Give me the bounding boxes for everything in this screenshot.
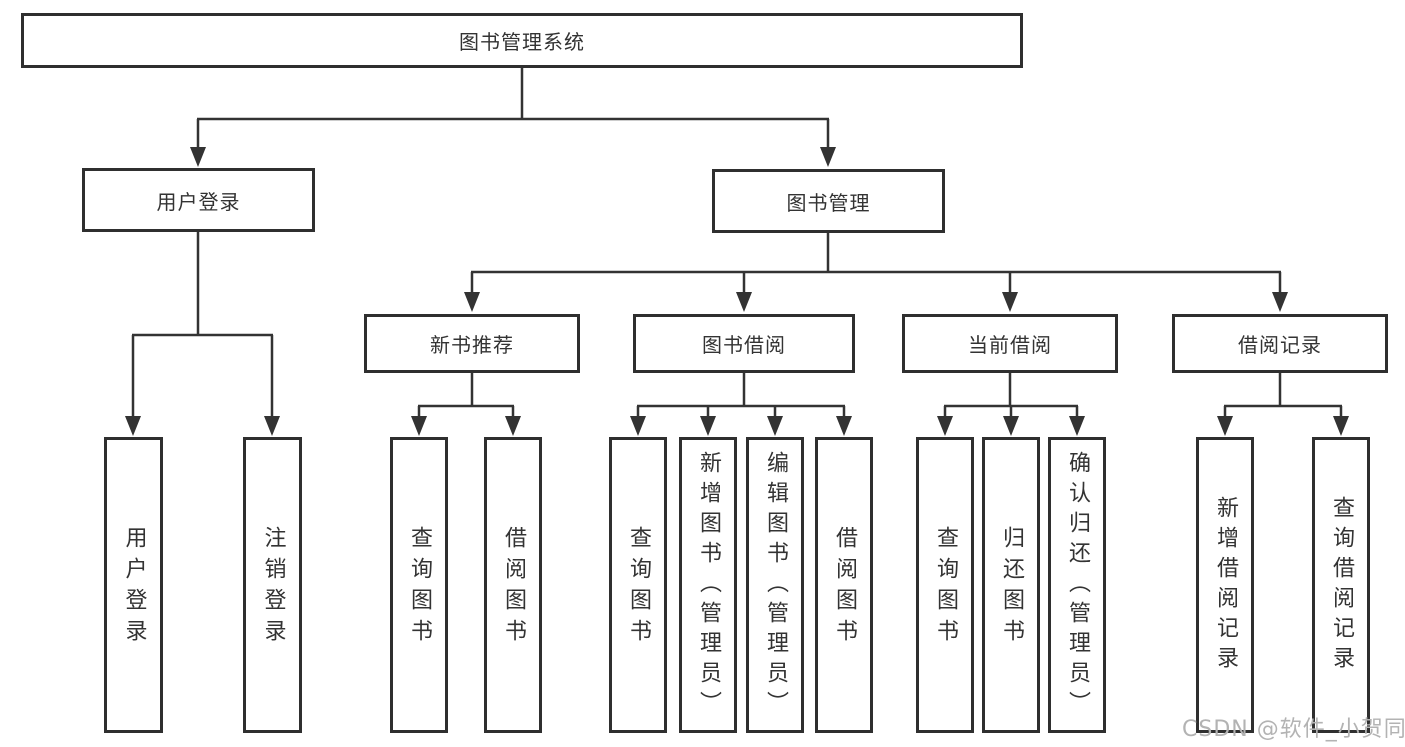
node-root-system: 图书管理系统: [21, 13, 1023, 68]
leaf-confirm-return-admin: 确认归还（管理员）: [1048, 437, 1106, 733]
leaf-edit-book-admin: 编辑图书（管理员）: [746, 437, 804, 733]
leaf-add-borrow-record: 新增借阅记录: [1196, 437, 1254, 733]
csdn-watermark: CSDN @软件_小贺同学: [1182, 717, 1405, 742]
node-user-login: 用户登录: [82, 168, 315, 232]
leaf-borrow-book-2: 借阅图书: [815, 437, 873, 733]
node-current-borrow: 当前借阅: [902, 314, 1118, 373]
leaf-logout: 注销登录: [243, 437, 302, 733]
leaf-user-login: 用户登录: [104, 437, 163, 733]
leaf-return-book: 归还图书: [982, 437, 1040, 733]
node-book-management: 图书管理: [712, 169, 945, 233]
node-borrow-records: 借阅记录: [1172, 314, 1388, 373]
leaf-query-borrow-record: 查询借阅记录: [1312, 437, 1370, 733]
leaf-borrow-book-1: 借阅图书: [484, 437, 542, 733]
node-new-book-recommend: 新书推荐: [364, 314, 580, 373]
node-book-borrow: 图书借阅: [633, 314, 855, 373]
leaf-query-book-3: 查询图书: [916, 437, 974, 733]
leaf-query-book-2: 查询图书: [609, 437, 667, 733]
leaf-query-book-1: 查询图书: [390, 437, 448, 733]
leaf-add-book-admin: 新增图书（管理员）: [679, 437, 737, 733]
